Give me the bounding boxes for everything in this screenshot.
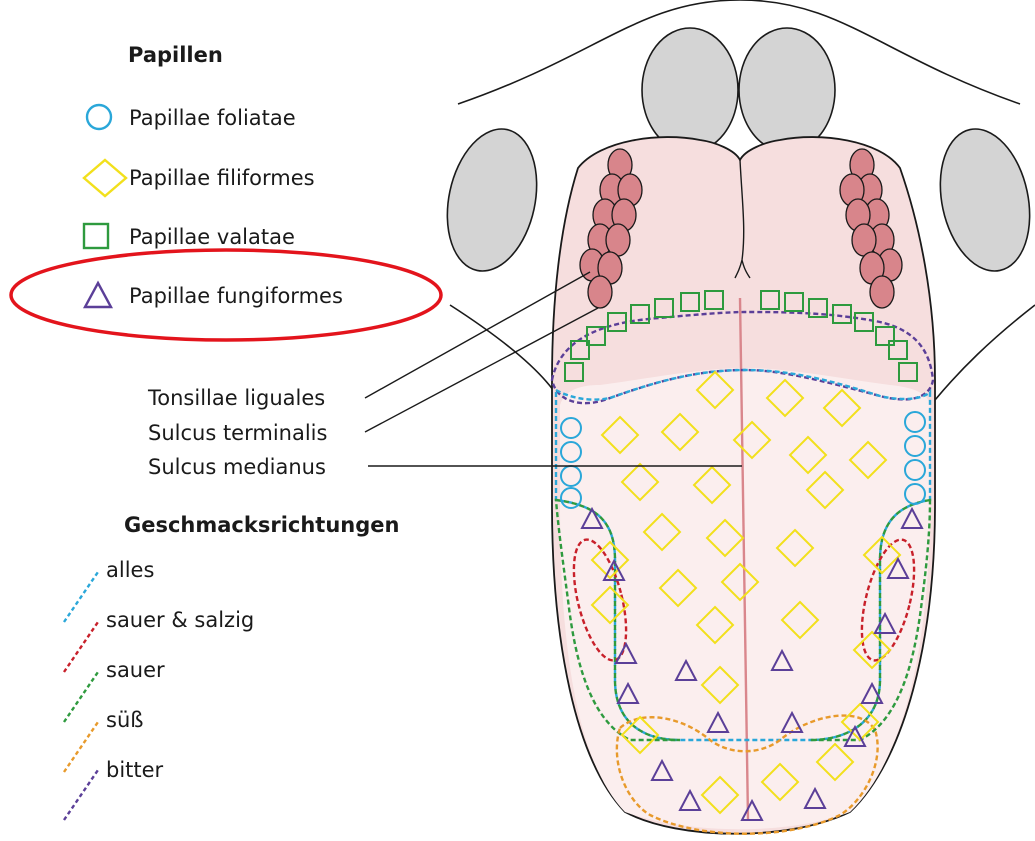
papillae-legend-title: Papillen [128, 43, 223, 67]
taste-label-sauer: sauer [106, 658, 165, 682]
legend-label-fungiformes: Papillae fungiformes [129, 284, 343, 308]
pharynx-wall-right [935, 305, 1035, 400]
taste-label-bitter: bitter [106, 758, 164, 782]
lingual-tonsil-right [852, 224, 876, 256]
taste-line-bitter [64, 770, 98, 820]
taste-label-alles: alles [106, 558, 154, 582]
legend-label-valatae: Papillae valatae [129, 225, 295, 249]
palatine-tonsil-right [928, 121, 1035, 280]
palatine-tonsil-left [435, 121, 549, 280]
taste-line-alles [64, 572, 98, 622]
lingual-tonsil-right [870, 276, 894, 308]
epiglottis-right [739, 28, 835, 152]
epiglottis-left [642, 28, 738, 152]
taste-label-suess: süß [106, 708, 143, 732]
triangle-icon [85, 283, 111, 307]
taste-line-suess [64, 722, 98, 772]
legend-label-filiformes: Papillae filiformes [129, 166, 315, 190]
lingual-tonsil-left [588, 276, 612, 308]
label-sulcus-terminalis: Sulcus terminalis [148, 421, 327, 445]
structure-labels: Tonsillae liguales Sulcus terminalis Sul… [147, 386, 327, 479]
taste-line-sauer-salzig [64, 622, 98, 672]
taste-line-sauer [64, 672, 98, 722]
taste-label-sauer-salzig: sauer & salzig [106, 608, 254, 632]
square-icon [84, 224, 108, 248]
taste-legend-title: Geschmacksrichtungen [124, 513, 399, 537]
legend-label-foliatae: Papillae foliatae [129, 106, 296, 130]
taste-legend: Geschmacksrichtungen alles sauer & salzi… [64, 513, 399, 820]
diamond-icon [84, 160, 126, 196]
lingual-tonsil-left [606, 224, 630, 256]
circle-icon [87, 105, 111, 129]
papillae-legend: Papillen Papillae foliatae Papillae fili… [11, 43, 441, 340]
label-sulcus-medianus: Sulcus medianus [148, 455, 326, 479]
label-tonsillae-liguales: Tonsillae liguales [147, 386, 325, 410]
